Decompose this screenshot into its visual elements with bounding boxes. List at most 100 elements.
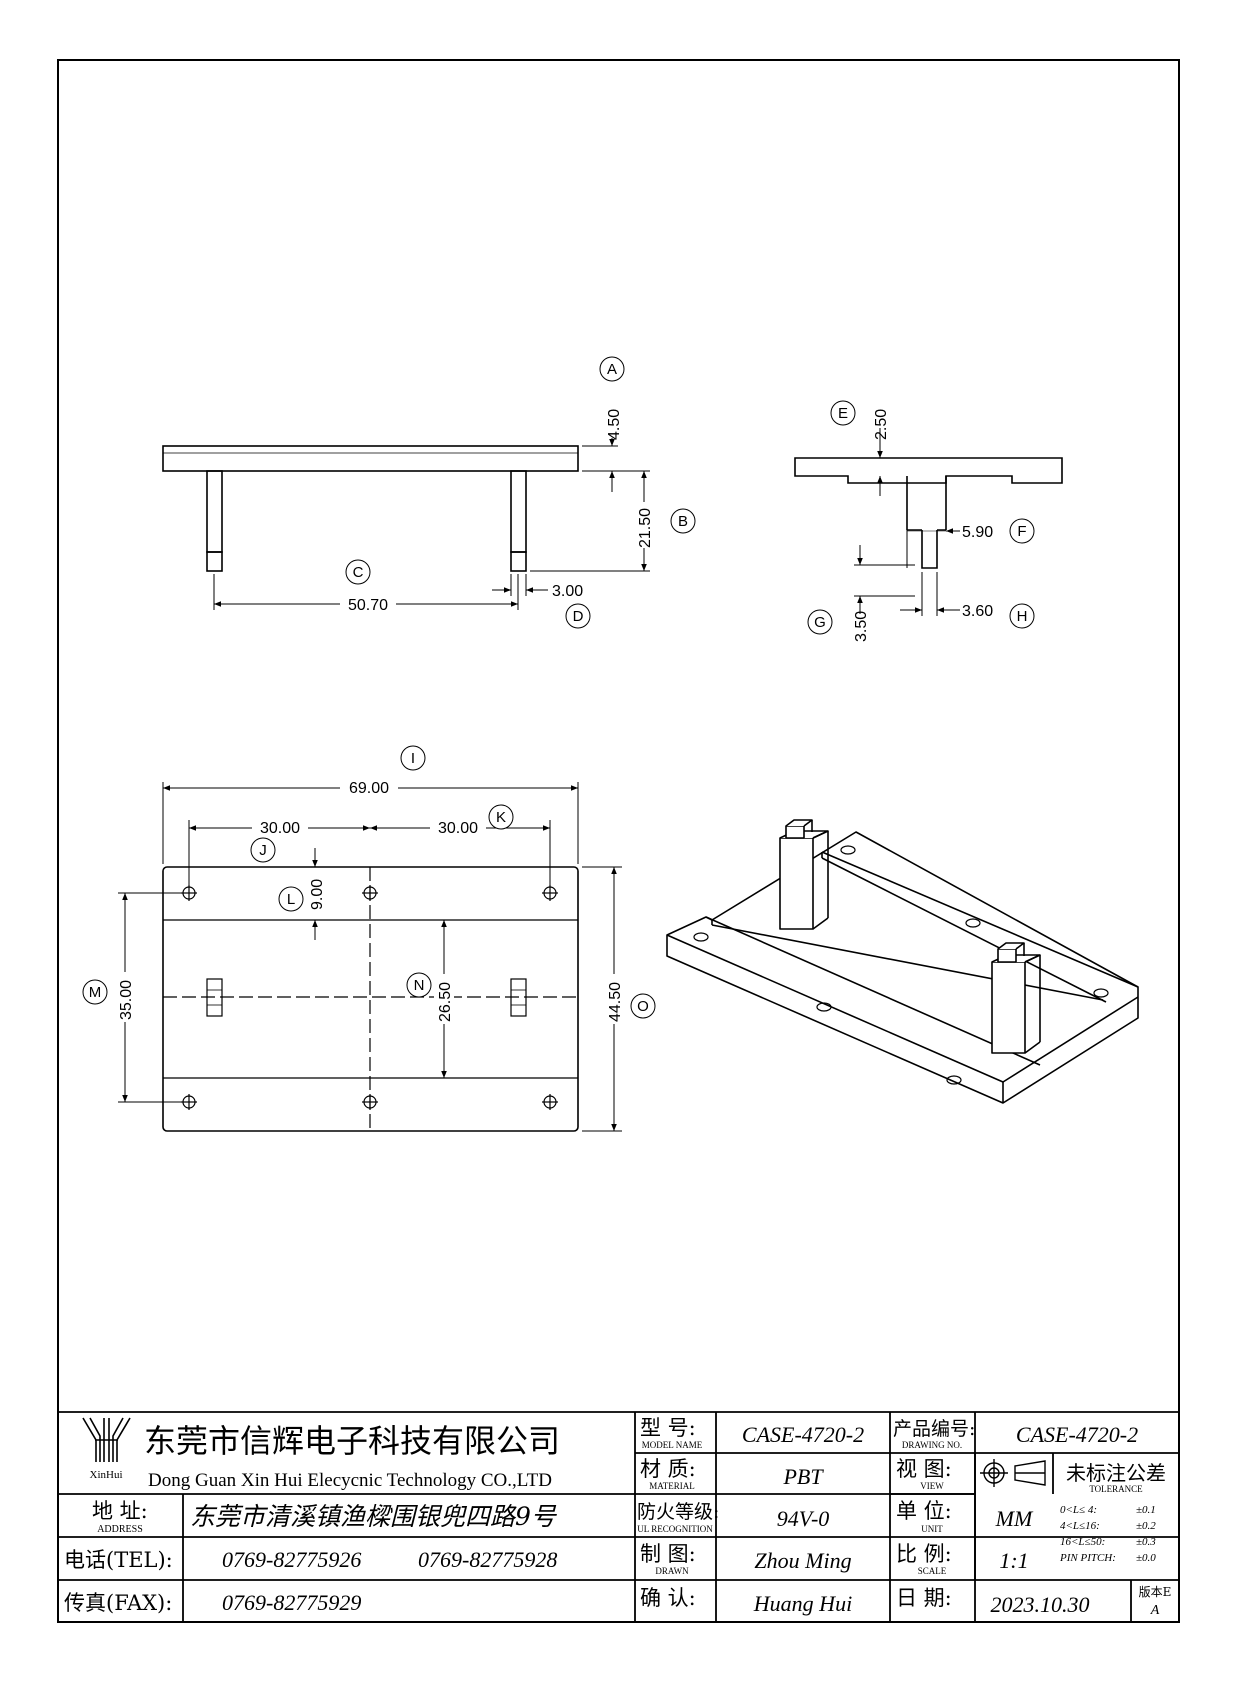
dim-l-value: 9.00: [309, 879, 326, 910]
date-value: 2023.10.30: [991, 1592, 1090, 1617]
tolerance-range-4: PIN PITCH:: [1059, 1552, 1116, 1564]
tolerance-range-2: 4<L≤16:: [1060, 1520, 1100, 1532]
tolerance-value-2: ±0.2: [1136, 1520, 1156, 1532]
bubble-d-label: D: [573, 608, 584, 625]
unit-label-en: UNIT: [921, 1524, 943, 1534]
bubble-k-label: K: [496, 809, 506, 826]
dim-o-value: 44.50: [607, 982, 624, 1022]
tolerance-value-4: ±0.0: [1136, 1552, 1156, 1564]
bubble-o: [630, 993, 656, 1019]
tolerance-value-3: ±0.3: [1136, 1536, 1156, 1548]
model-value: CASE-4720-2: [742, 1422, 864, 1447]
bubble-h-label: H: [1017, 608, 1028, 625]
bubble-m: [82, 979, 108, 1005]
bubble-c-label: C: [353, 564, 364, 581]
tolerance-label: 未标注公差: [1066, 1461, 1166, 1485]
bubble-e-label: E: [838, 405, 848, 422]
front-view-dims: [213, 420, 650, 610]
tolerance-table: 0<L≤ 4: ±0.1 4<L≤16: ±0.2 16<L≤50: ±0.3 …: [1059, 1504, 1156, 1564]
dim-h-value: 3.60: [962, 603, 993, 620]
tel-value-1: 0769-82775926: [222, 1547, 361, 1572]
bubble-n-label: N: [414, 977, 425, 994]
drawn-value: Zhou Ming: [754, 1548, 851, 1573]
view-label-en: VIEW: [920, 1481, 944, 1491]
scale-value: 1:1: [999, 1548, 1028, 1573]
drawing-no-label-en: DRAWING NO.: [902, 1440, 962, 1450]
material-value: PBT: [782, 1464, 824, 1489]
bubble-b: [670, 508, 696, 534]
bubble-o-label: O: [637, 998, 649, 1015]
address-value: 东莞市清溪镇渔樑围银兜四路9号: [190, 1502, 558, 1531]
dim-g-value: 3.50: [853, 611, 870, 642]
bubble-l-label: L: [287, 891, 295, 908]
bubble-f-label: F: [1017, 523, 1026, 540]
unit-value: MM: [995, 1506, 1034, 1531]
sheet-border: [57, 59, 1180, 1623]
drawing-no-value: CASE-4720-2: [1016, 1422, 1138, 1447]
side-view-dims: [854, 428, 960, 616]
side-view: [794, 457, 1063, 569]
bubble-a-label: A: [607, 361, 617, 378]
tel-label: 电话(TEL):: [64, 1548, 173, 1572]
address-label: 地 址:: [92, 1499, 148, 1523]
bubble-c: [345, 559, 371, 585]
tel-value-2: 0769-82775928: [418, 1547, 557, 1572]
dim-i-value: 69.00: [349, 780, 389, 797]
ul-label: 防火等级:: [637, 1501, 719, 1523]
material-label-en: MATERIAL: [649, 1481, 695, 1491]
front-view: [162, 445, 579, 572]
ul-value: 94V-0: [777, 1506, 830, 1531]
bubble-l: [278, 886, 304, 912]
title-block-grid: [58, 1411, 1179, 1622]
isometric-holes: [693, 845, 1109, 1085]
dim-n-value: 26.50: [437, 982, 454, 1022]
scale-label: 比 例:: [896, 1542, 952, 1566]
confirm-value: Huang Hui: [753, 1591, 852, 1616]
dim-e-value: 2.50: [873, 409, 890, 440]
confirm-label: 确 认:: [640, 1586, 696, 1610]
drawn-label: 制 图:: [640, 1542, 696, 1566]
dim-f-value: 5.90: [962, 524, 993, 541]
unit-label: 单 位:: [896, 1499, 952, 1523]
dim-j-value: 30.00: [260, 820, 300, 837]
tolerance-value-1: ±0.1: [1136, 1504, 1156, 1516]
top-view-holes: [181, 885, 558, 1110]
dim-c-value: 50.70: [348, 597, 388, 614]
company-name-cn: 东莞市信辉电子科技有限公司: [144, 1422, 560, 1460]
projection-symbol-icon: [980, 1459, 1046, 1487]
bubble-n: [406, 972, 432, 998]
bubble-g-label: G: [814, 614, 826, 631]
bubble-j-label: J: [259, 842, 267, 859]
version-value: A: [1150, 1603, 1160, 1618]
isometric-view: [666, 819, 1139, 1104]
tolerance-range-1: 0<L≤ 4:: [1060, 1504, 1097, 1516]
model-label: 型 号:: [640, 1416, 696, 1440]
bubble-h: [1009, 603, 1035, 629]
top-view-centerlines: [163, 867, 578, 1131]
model-label-en: MODEL NAME: [642, 1440, 703, 1450]
bubble-b-label: B: [678, 513, 688, 530]
fax-value: 0769-82775929: [222, 1590, 361, 1615]
bubble-i: [400, 745, 426, 771]
bubble-k: [488, 804, 514, 830]
fax-label: 传真(FAX):: [64, 1591, 172, 1615]
drawn-label-en: DRAWN: [655, 1566, 689, 1576]
tolerance-label-en: TOLERANCE: [1089, 1484, 1143, 1494]
bubble-e: [830, 400, 856, 426]
bubble-g: [807, 609, 833, 635]
bubble-d: [565, 603, 591, 629]
bubble-a: [599, 356, 625, 382]
dim-m-value: 35.00: [118, 980, 135, 1020]
bubble-m-label: M: [89, 984, 102, 1001]
bubble-i-label: I: [411, 750, 415, 767]
logo-text: XinHui: [90, 1469, 123, 1481]
company-name-en: Dong Guan Xin Hui Elecycnic Technology C…: [148, 1470, 552, 1491]
bubble-f: [1009, 518, 1035, 544]
ul-label-en: UL RECOGNITION: [637, 1524, 713, 1534]
dim-a-value: 4.50: [606, 409, 623, 440]
dim-d-value: 3.00: [552, 583, 583, 600]
address-label-en: ADDRESS: [97, 1524, 143, 1535]
scale-label-en: SCALE: [918, 1566, 947, 1576]
xinhui-logo: [82, 1417, 131, 1462]
